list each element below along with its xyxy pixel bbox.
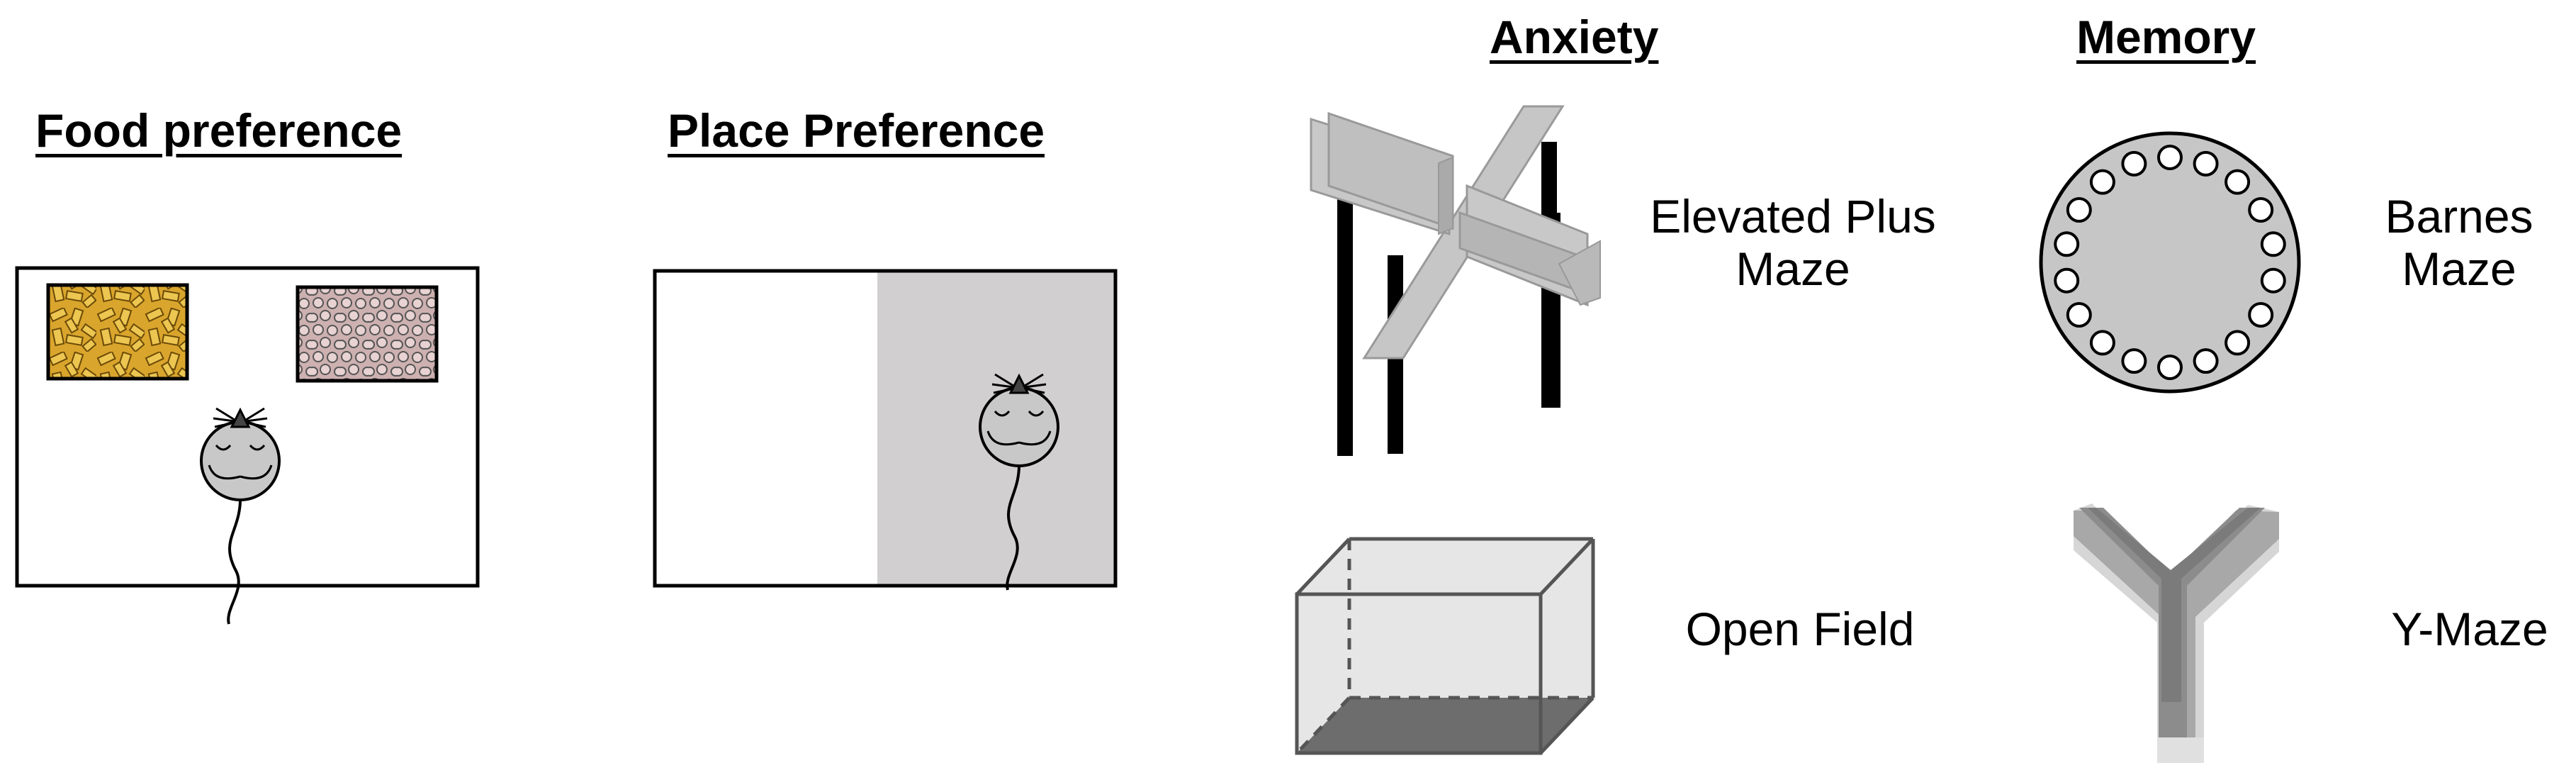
- palatable-food-bowl: [296, 285, 439, 383]
- barnes-maze-hole: [2193, 150, 2219, 177]
- food-preference-arena: [15, 266, 480, 625]
- barnes-maze-hole: [2248, 302, 2274, 328]
- place-preference-arena: [653, 269, 1118, 591]
- place-preference-header: Place Preference: [668, 104, 1045, 157]
- open-field-box-illustration: [1295, 537, 1595, 755]
- barnes-maze-label-line1: Barnes: [2385, 190, 2533, 243]
- barnes-maze-hole: [2260, 267, 2286, 294]
- barnes-maze-illustration: [2039, 131, 2301, 394]
- chow-food-bowl: [46, 283, 189, 381]
- barnes-maze-hole: [2260, 231, 2286, 257]
- barnes-maze-hole: [2193, 348, 2219, 374]
- barnes-maze-hole: [2157, 145, 2183, 170]
- food-preference-header: Food preference: [35, 104, 403, 157]
- light-chamber: [655, 271, 877, 586]
- barnes-maze-hole: [2066, 302, 2092, 328]
- y-maze-illustration: [2074, 503, 2279, 763]
- barnes-maze-hole: [2054, 231, 2080, 257]
- barnes-maze-hole: [2248, 197, 2274, 223]
- memory-header: Memory: [2076, 11, 2256, 63]
- open-field-label: Open Field: [1685, 603, 1915, 655]
- y-maze-label: Y-Maze: [2391, 603, 2548, 655]
- elevated-plus-maze-label-line2: Maze: [1736, 243, 1850, 295]
- barnes-maze-hole: [2121, 150, 2147, 177]
- barnes-maze-hole: [2157, 355, 2183, 380]
- barnes-maze-hole: [2066, 197, 2092, 223]
- barnes-maze-hole: [2225, 169, 2251, 195]
- barnes-maze-label-line2: Maze: [2402, 243, 2516, 295]
- barnes-maze-hole: [2121, 348, 2147, 374]
- anxiety-header: Anxiety: [1490, 11, 1659, 63]
- barnes-maze-hole: [2225, 330, 2251, 356]
- barnes-maze-hole: [2089, 169, 2115, 195]
- elevated-plus-maze-illustration: [1310, 105, 1601, 456]
- barnes-maze-hole: [2054, 267, 2080, 294]
- barnes-maze-label: Barnes Maze: [2342, 190, 2576, 295]
- elevated-plus-maze-label-line1: Elevated Plus: [1650, 190, 1936, 243]
- barnes-maze-hole: [2089, 330, 2115, 356]
- elevated-plus-maze-label: Elevated Plus Maze: [1609, 190, 1977, 295]
